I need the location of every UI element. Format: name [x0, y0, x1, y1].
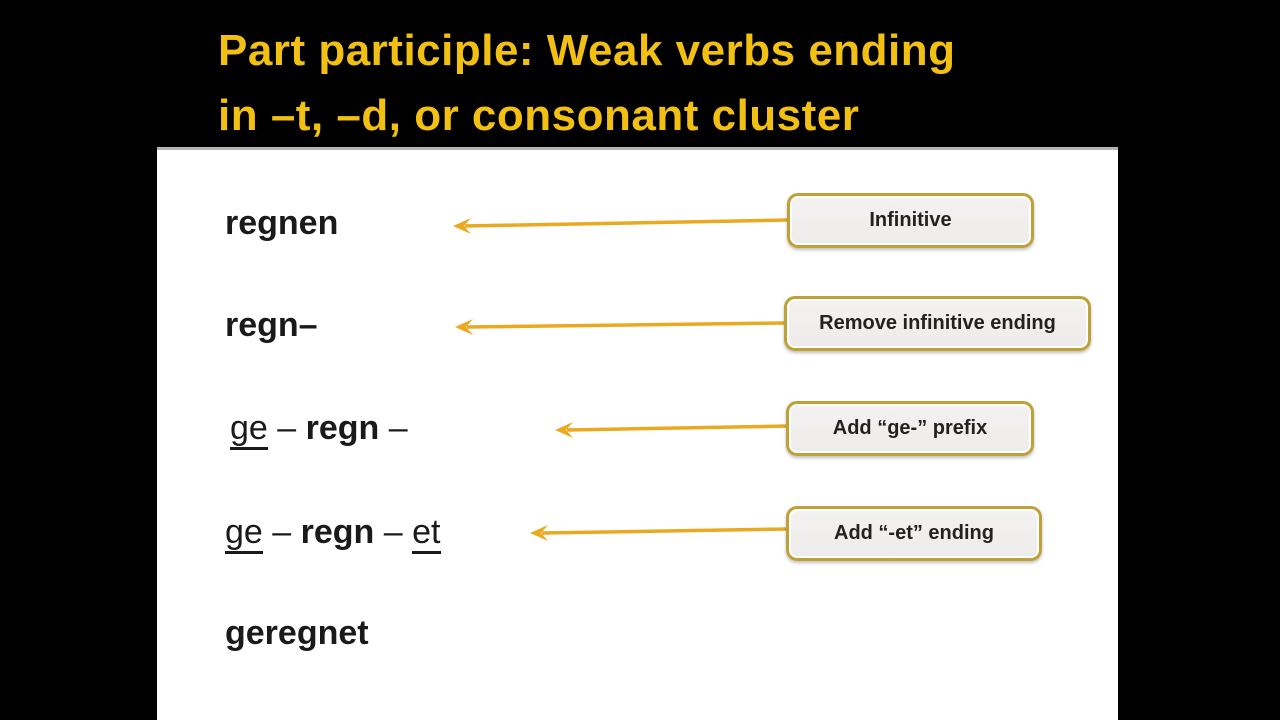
slide-body: regnen Infinitive regn– Remove infinitiv… [157, 150, 1118, 720]
slide-title-line1: Part participle: Weak verbs ending [218, 26, 956, 75]
word-infinitive: regnen [225, 204, 339, 242]
word-part-separator: – [262, 513, 301, 551]
callout-add-ge: Add “ge-” prefix [786, 401, 1034, 456]
word-part-prefix: ge [225, 513, 263, 554]
word-part-separator: – [267, 409, 306, 447]
word-participle-result: geregnet [225, 614, 369, 652]
arrow-left-icon [453, 218, 790, 234]
word-part-suffix: et [412, 513, 441, 554]
slide-title-line2: in –t, –d, or consonant cluster [218, 91, 860, 140]
word-ge-prefix: ge – regn – [230, 406, 408, 450]
word-part-separator: – [374, 513, 413, 551]
slide-top-divider [157, 147, 1118, 150]
word-stem: regn– [225, 306, 318, 344]
arrow-left-icon [455, 319, 787, 335]
callout-add-et: Add “-et” ending [786, 506, 1042, 561]
callout-remove-ending: Remove infinitive ending [784, 296, 1091, 351]
word-part-prefix: ge [230, 409, 268, 450]
arrow-left-icon [555, 422, 790, 438]
word-part-stem: regn [300, 513, 375, 551]
word-part-stem: regn [305, 409, 380, 447]
arrow-left-icon [530, 525, 790, 541]
word-part-separator: – [379, 409, 408, 447]
word-ge-stem-et: ge – regn – et [225, 510, 441, 554]
slide-title: Part participle: Weak verbs ending in –t… [218, 18, 956, 148]
callout-infinitive: Infinitive [787, 193, 1034, 248]
